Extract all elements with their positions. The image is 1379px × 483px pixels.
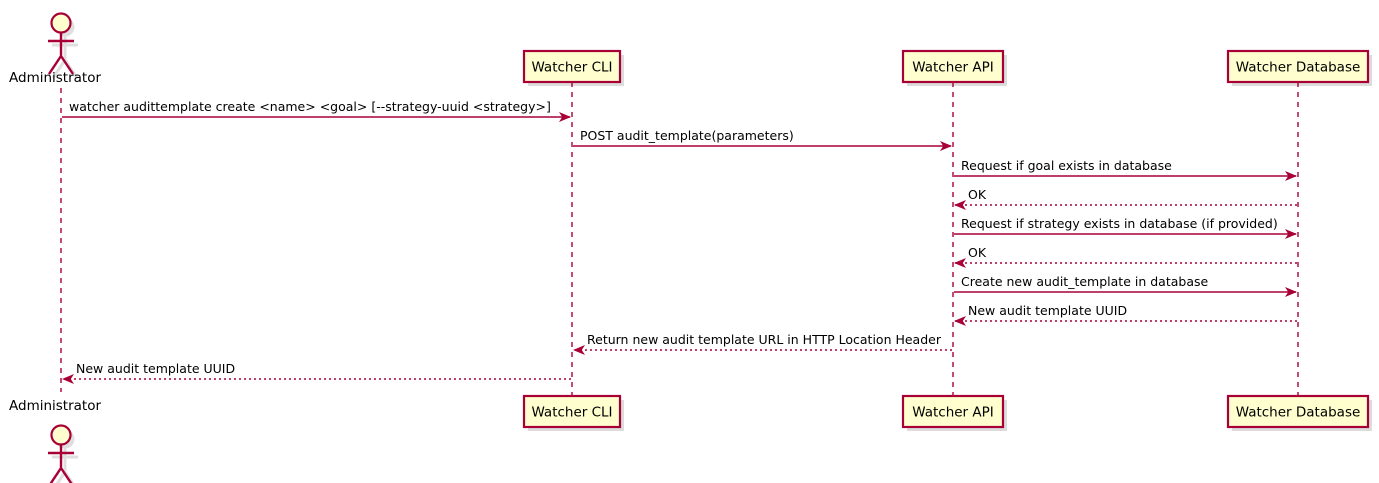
message-8[interactable]: Return new audit template URL in HTTP Lo… xyxy=(573,332,952,355)
message-label: Create new audit_template in database xyxy=(961,274,1208,289)
message-5[interactable]: OK xyxy=(954,245,1297,268)
actor-body-icon xyxy=(48,32,74,75)
participant-label-db: Watcher Database xyxy=(1236,60,1361,76)
participant-label-cli: Watcher CLI xyxy=(531,60,612,76)
message-6[interactable]: Create new audit_template in database xyxy=(954,274,1297,297)
participant-label-cli: Watcher CLI xyxy=(531,405,612,421)
actor-label-admin: Administrator xyxy=(9,398,101,414)
message-0[interactable]: watcher audittemplate create <name> <goa… xyxy=(62,99,571,122)
actor-head-icon xyxy=(50,12,72,34)
message-label: New audit template UUID xyxy=(968,303,1127,318)
participant-box-db[interactable]: Watcher Database xyxy=(1226,49,1370,84)
actor-body-icon xyxy=(48,444,74,483)
actor-head-icon xyxy=(50,424,72,446)
message-label: OK xyxy=(968,187,987,202)
message-label: Return new audit template URL in HTTP Lo… xyxy=(587,332,942,347)
message-7[interactable]: New audit template UUID xyxy=(954,303,1297,326)
participant-box-api[interactable]: Watcher API xyxy=(901,394,1005,429)
message-label: New audit template UUID xyxy=(76,361,235,376)
message-label: OK xyxy=(968,245,987,260)
message-label: watcher audittemplate create <name> <goa… xyxy=(69,99,551,114)
actor-figure-admin[interactable] xyxy=(48,12,74,75)
actor-label-admin: Administrator xyxy=(9,70,101,86)
participant-box-layer: Watcher CLI Watcher CLI Watcher API Watcher… xyxy=(522,49,1370,429)
message-label: POST audit_template(parameters) xyxy=(580,128,794,143)
participant-box-api[interactable]: Watcher API xyxy=(901,49,1005,84)
actor-figure-admin[interactable] xyxy=(48,424,74,483)
participant-box-db[interactable]: Watcher Database xyxy=(1226,394,1370,429)
box-shadow-layer xyxy=(51,17,1372,483)
participant-label-api: Watcher API xyxy=(912,60,994,76)
lifeline-layer xyxy=(60,82,1299,396)
message-4[interactable]: Request if strategy exists in database (… xyxy=(954,216,1297,239)
participant-box-cli[interactable]: Watcher CLI xyxy=(522,49,622,84)
message-2[interactable]: Request if goal exists in database xyxy=(954,158,1297,181)
participant-box-cli[interactable]: Watcher CLI xyxy=(522,394,622,429)
message-1[interactable]: POST audit_template(parameters) xyxy=(573,128,952,151)
message-3[interactable]: OK xyxy=(954,187,1297,210)
participant-label-api: Watcher API xyxy=(912,405,994,421)
message-label: Request if strategy exists in database (… xyxy=(961,216,1278,231)
message-9[interactable]: New audit template UUID xyxy=(62,361,571,384)
message-layer: watcher audittemplate create <name> <goa… xyxy=(62,99,1297,384)
message-label: Request if goal exists in database xyxy=(961,158,1172,173)
participant-label-db: Watcher Database xyxy=(1236,405,1361,421)
